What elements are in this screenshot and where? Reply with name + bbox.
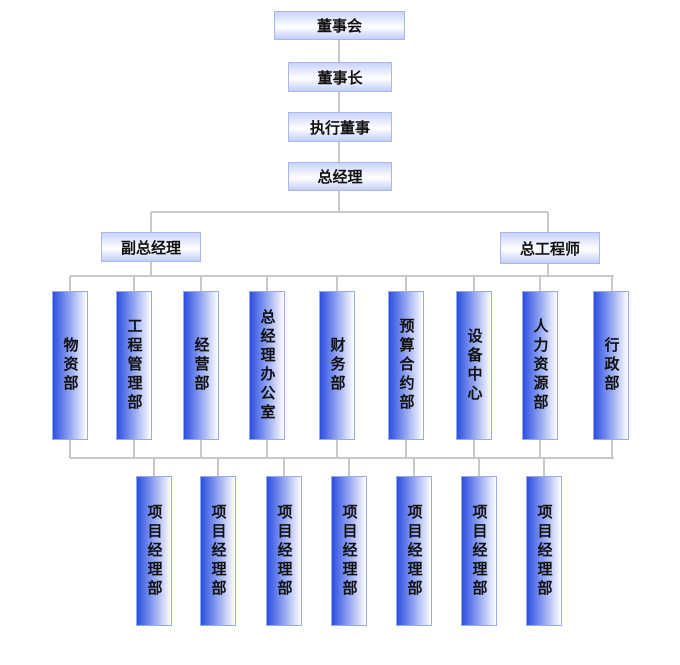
general-manager-box: 总经理	[288, 162, 392, 191]
dept-box-equipment: 设备中心	[456, 291, 492, 440]
executive-director-box: 执行董事	[288, 112, 392, 142]
deputy-gm-box: 副总经理	[101, 232, 201, 262]
chairman-box: 董事长	[288, 62, 392, 92]
board-box: 董事会	[274, 11, 405, 40]
project-box-7: 项目经理部	[526, 476, 562, 626]
project-box-4: 项目经理部	[331, 476, 367, 626]
dept-box-gm-office: 总经理办公室	[249, 291, 285, 440]
dept-box-budget: 预算合约部	[388, 291, 424, 440]
dept-box-hr: 人力资源部	[522, 291, 558, 440]
project-box-3: 项目经理部	[266, 476, 302, 626]
project-box-6: 项目经理部	[461, 476, 497, 626]
dept-box-business: 经营部	[183, 291, 219, 440]
project-box-1: 项目经理部	[136, 476, 172, 626]
chief-engineer-box: 总工程师	[500, 232, 600, 264]
project-box-5: 项目经理部	[396, 476, 432, 626]
dept-box-finance: 财务部	[319, 291, 355, 440]
dept-box-engineering: 工程管理部	[116, 291, 152, 440]
dept-box-materials: 物资部	[52, 291, 88, 440]
project-box-2: 项目经理部	[200, 476, 236, 626]
dept-box-admin: 行政部	[593, 291, 629, 440]
